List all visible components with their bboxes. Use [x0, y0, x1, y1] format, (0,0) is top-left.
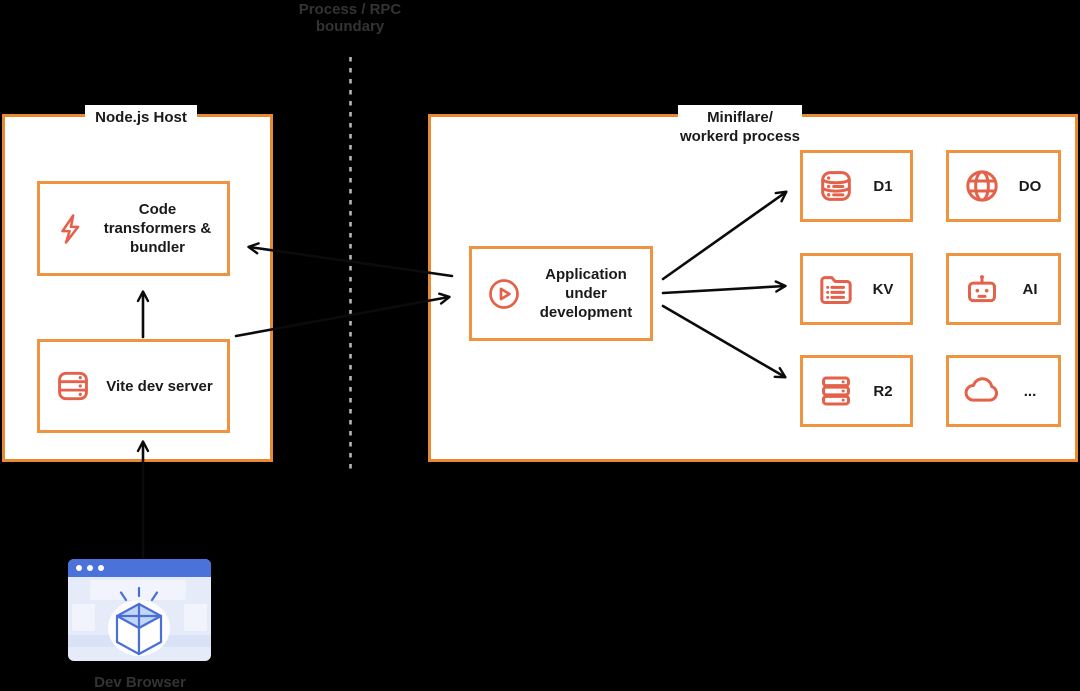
application-under-development-box: Application under development: [469, 246, 653, 341]
robot-icon: [962, 269, 1002, 309]
d1-label: D1: [873, 177, 893, 195]
do-label: DO: [1018, 177, 1042, 195]
arrow-workerd-to-transformers: [247, 242, 454, 278]
database-icon: [816, 166, 856, 206]
browser-title-bar: [68, 559, 211, 577]
vite-dev-server-label: Vite dev server: [106, 377, 213, 395]
vite-dev-server-box: Vite dev server: [37, 339, 230, 433]
browser-placeholder-block: [184, 604, 207, 631]
lightning-icon: [54, 212, 88, 246]
browser-placeholder-block: [72, 604, 95, 631]
globe-icon: [962, 166, 1002, 206]
kv-label: KV: [872, 280, 894, 298]
application-label: Application under development: [539, 266, 633, 321]
folder-list-icon: [816, 269, 856, 309]
more-bindings-box: ...: [946, 355, 1061, 427]
browser-dot-icon: [76, 564, 82, 571]
dev-browser-window: [68, 559, 211, 661]
kv-binding-box: KV: [800, 253, 913, 325]
browser-dot-icon: [98, 564, 104, 571]
workerd-title-line2: workerd process: [679, 128, 801, 145]
more-bindings-label: ...: [1023, 382, 1037, 400]
server-stack-icon: [54, 367, 92, 405]
boundary-label-line2: boundary: [315, 18, 385, 35]
play-icon: [486, 276, 522, 312]
ai-binding-box: AI: [946, 253, 1061, 325]
r2-label: R2: [873, 382, 893, 400]
package-box-illustration: [108, 586, 170, 656]
cloud-icon: [962, 371, 1002, 411]
code-transformers-box: Code transformers & bundler: [37, 181, 230, 276]
workerd-process-title: Miniflare/ workerd process: [678, 105, 802, 146]
r2-binding-box: R2: [800, 355, 913, 427]
process-rpc-boundary-label: Process / RPC boundary: [250, 1, 450, 35]
nodejs-host-title: Node.js Host: [85, 105, 197, 128]
ai-label: AI: [1022, 280, 1038, 298]
browser-dot-icon: [87, 564, 93, 571]
boundary-label-line1: Process / RPC: [298, 1, 402, 18]
do-binding-box: DO: [946, 150, 1061, 222]
server-rack-icon: [816, 371, 856, 411]
code-transformers-label: Code transformers & bundler: [103, 201, 212, 256]
d1-binding-box: D1: [800, 150, 913, 222]
workerd-title-line1: Miniflare/: [707, 109, 773, 126]
dev-browser-label: Dev Browser: [94, 674, 186, 691]
